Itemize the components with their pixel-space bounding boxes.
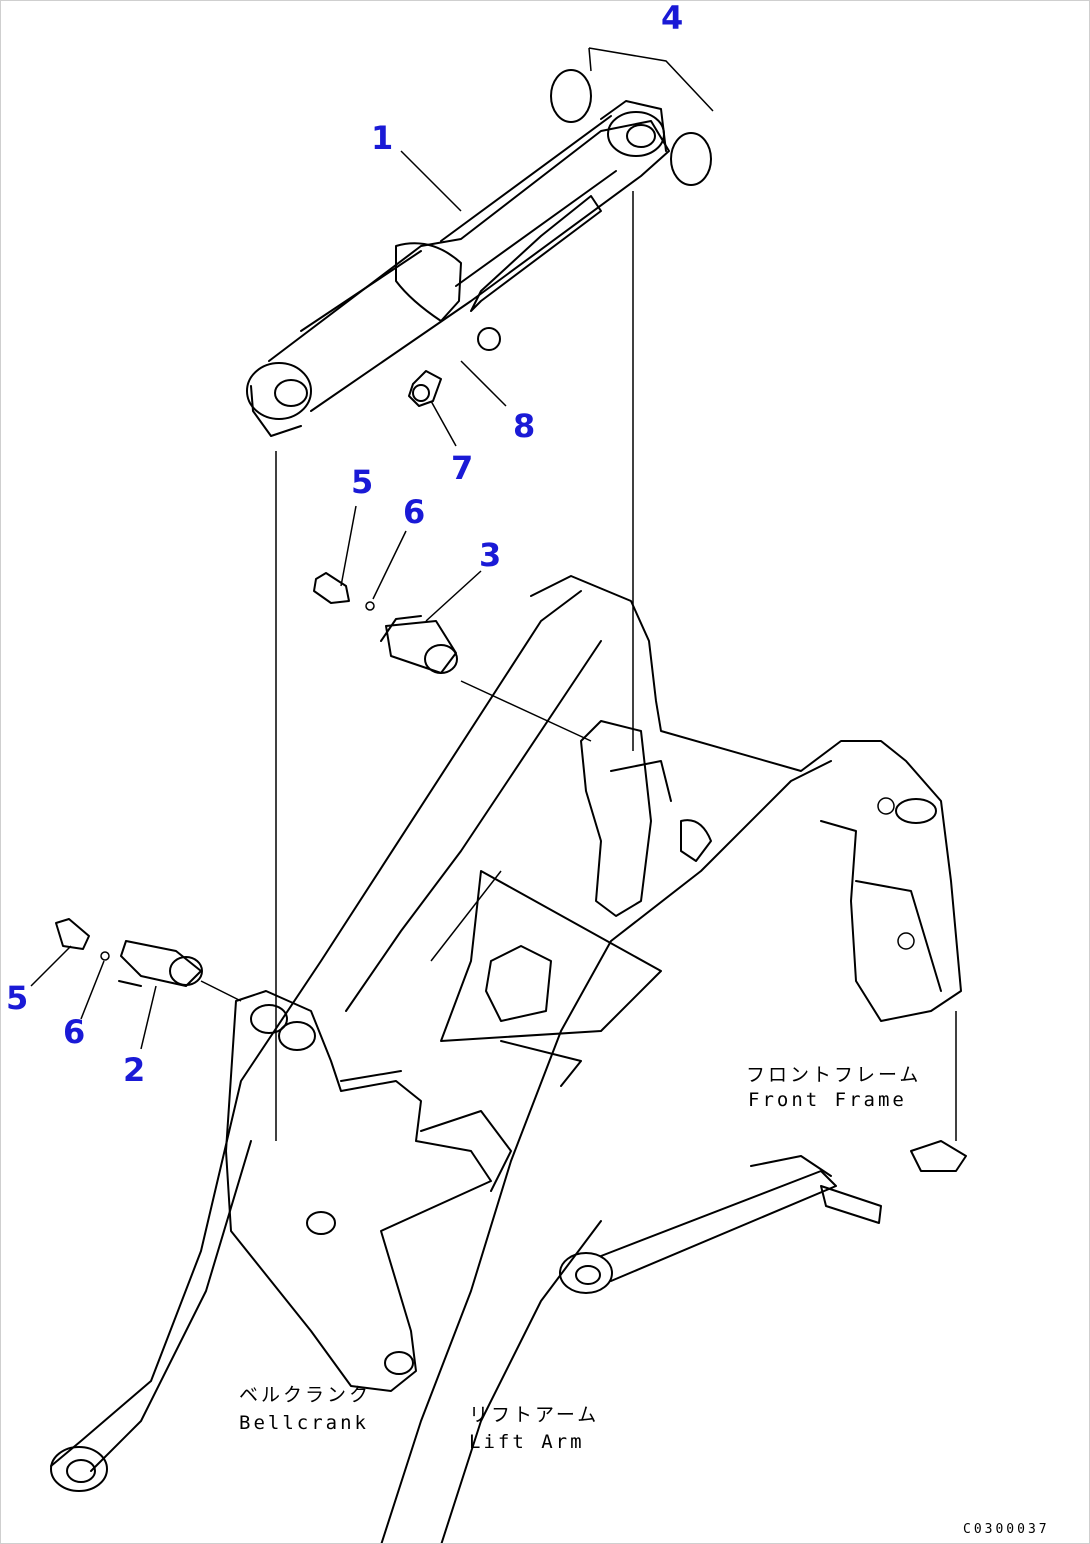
alignment-lines (200, 191, 957, 1141)
callout-8: 8 (513, 407, 535, 445)
drawing-code: C0300037 (963, 1522, 1050, 1537)
callout-6-lower: 6 (63, 1013, 85, 1051)
bellcrank-label-en: Bellcrank (239, 1412, 369, 1434)
callout-7: 7 (451, 449, 473, 487)
bucket-cylinder (246, 100, 670, 437)
callouts: 4 1 8 7 5 6 3 5 6 2 (6, 1, 683, 1089)
callout-1: 1 (371, 119, 393, 157)
pin-2-group (55, 918, 203, 987)
link-rod (559, 1140, 967, 1294)
lift-arm-label-en: Lift Arm (469, 1431, 585, 1453)
pin-3-group (313, 572, 458, 674)
callout-4: 4 (661, 1, 683, 37)
bellcrank-label-jp: ベルクランク (239, 1384, 371, 1406)
callout-3: 3 (479, 536, 501, 574)
lift-arm (50, 590, 832, 1543)
front-frame-label-en: Front Frame (748, 1089, 907, 1111)
washers (550, 47, 714, 186)
bellcrank (225, 990, 512, 1392)
front-frame-label-jp: フロントフレーム (746, 1064, 921, 1086)
callout-5-lower: 5 (6, 979, 28, 1017)
front-frame (440, 575, 962, 1087)
callout-2: 2 (123, 1051, 145, 1089)
lift-arm-label-jp: リフトアーム (469, 1404, 599, 1426)
callout-6-upper: 6 (403, 493, 425, 531)
captions: フロントフレーム Front Frame ベルクランク Bellcrank リフ… (239, 1064, 1050, 1537)
leader-lines (30, 150, 507, 1050)
callout-5-upper: 5 (351, 463, 373, 501)
